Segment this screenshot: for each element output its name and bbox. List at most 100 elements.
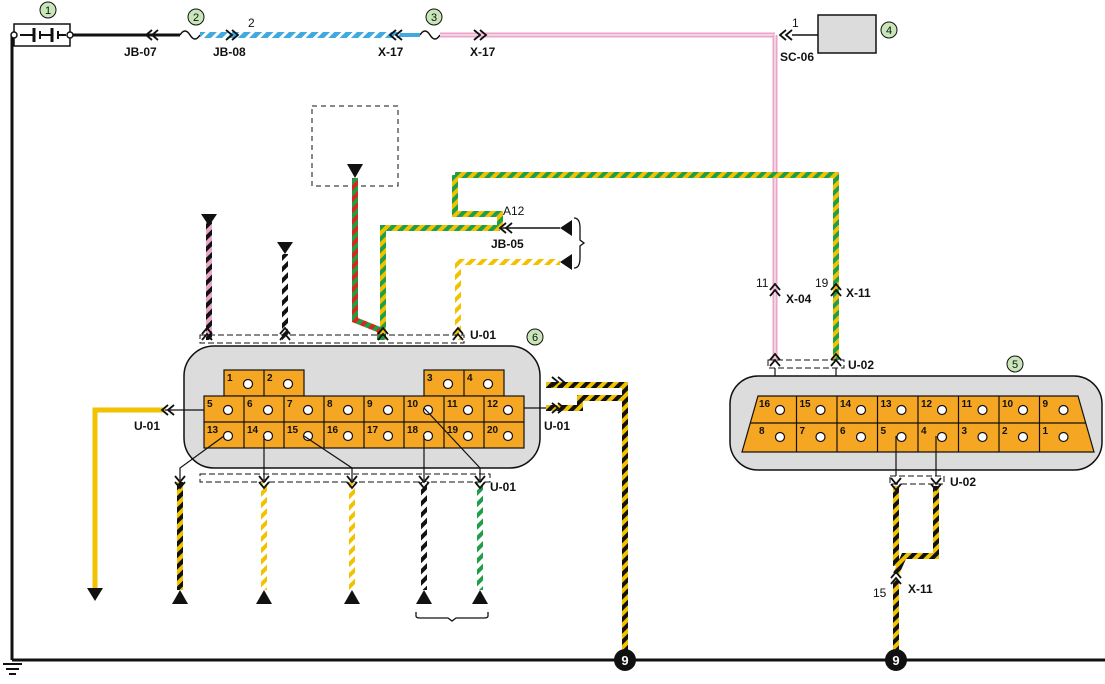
- m6-pin-17-number: 17: [367, 425, 379, 436]
- component-4-box: [817, 14, 877, 54]
- m5-pin-7: 7: [800, 426, 826, 443]
- supply-line: [73, 30, 778, 360]
- m6-pin-8: 8: [327, 399, 354, 416]
- ref-x04: 11: [756, 276, 769, 290]
- label-jb08: JB-08: [213, 45, 246, 59]
- m6-pin-3-number: 3: [427, 373, 433, 384]
- m6-pin-4-terminal: [482, 378, 494, 390]
- m6-pin-12-number: 12: [487, 399, 499, 410]
- ref-x11b: 15: [873, 586, 887, 600]
- m5-pin-14-number: 14: [840, 399, 852, 410]
- m5-pin-15: 15: [800, 399, 826, 416]
- m6-pin-14-terminal: [262, 430, 274, 442]
- module6-lower-wires: [177, 407, 491, 590]
- m6-pin-10: 10: [407, 399, 434, 416]
- m5-pin-7-number: 7: [800, 426, 806, 437]
- m6-pin-14-number: 14: [247, 425, 259, 436]
- m5-pin-14-terminal: [855, 404, 867, 416]
- label-sc06: SC-06: [780, 50, 814, 64]
- m6-pin-9: 9: [367, 399, 394, 416]
- callout-4: 4: [886, 25, 892, 37]
- m5-pin-8-terminal: [774, 431, 786, 443]
- m6-pin-2-number: 2: [267, 373, 273, 384]
- m6-pin-4: 4: [467, 373, 494, 390]
- m5-pin-8: 8: [759, 426, 786, 443]
- module6-upper-wires: [206, 172, 839, 360]
- m5-pin-12-terminal: [936, 404, 948, 416]
- m6-pin-8-terminal: [342, 404, 354, 416]
- callout-1: 1: [45, 5, 51, 17]
- label-jb05: JB-05: [491, 237, 524, 251]
- label-x04: X-04: [786, 292, 812, 306]
- m5-pin-16-number: 16: [759, 399, 771, 410]
- m5-pin-4: 4: [921, 426, 948, 443]
- m5-pin-5-number: 5: [881, 426, 887, 437]
- m5-pin-13: 13: [881, 399, 907, 416]
- m5-pin-13-number: 13: [881, 399, 893, 410]
- ground-point-1: 9: [614, 649, 636, 671]
- m5-pin-5: 5: [881, 426, 907, 443]
- label-u01-right: U-01: [544, 419, 570, 433]
- m5-pin-14: 14: [840, 399, 867, 416]
- m5-pin-5-terminal: [896, 431, 907, 443]
- module5-lower-wires: [889, 436, 945, 650]
- m5-pin-6: 6: [840, 426, 867, 443]
- m5-pin-12: 12: [921, 399, 948, 416]
- ground-point-2: 9: [885, 649, 907, 671]
- pin-references: 2 1 A12 11 19 15: [248, 16, 887, 600]
- m5-pin-7-terminal: [815, 431, 826, 443]
- m6-pin-20: 20: [487, 425, 514, 442]
- m6-pin-1-number: 1: [227, 373, 233, 384]
- label-u02-bottom: U-02: [950, 475, 976, 489]
- m6-pin-8-number: 8: [327, 399, 333, 410]
- m6-pin-13-terminal: [222, 430, 234, 442]
- m5-pin-8-number: 8: [759, 426, 765, 437]
- m6-pin-11: 11: [447, 399, 474, 416]
- m5-pin-9-terminal: [1058, 404, 1069, 416]
- m6-pin-19-number: 19: [447, 425, 459, 436]
- m6-pin-10-terminal: [422, 404, 434, 416]
- m6-pin-3: 3: [427, 373, 454, 390]
- top-chevrons: [144, 29, 793, 41]
- label-u01-left: U-01: [134, 419, 160, 433]
- m5-pin-11-number: 11: [962, 399, 973, 410]
- m5-pin-1: 1: [1043, 426, 1069, 443]
- callout-5: 5: [1012, 359, 1018, 371]
- m5-pin-6-terminal: [855, 431, 867, 443]
- m5-pin-10: 10: [1002, 399, 1029, 416]
- m6-pin-18-terminal: [422, 430, 434, 442]
- m6-pin-19-terminal: [462, 430, 474, 442]
- m6-pin-12: 12: [487, 399, 514, 416]
- m6-pin-1-terminal: [242, 378, 254, 390]
- m6-pin-12-terminal: [502, 404, 514, 416]
- label-x17a: X-17: [378, 45, 404, 59]
- m5-pin-9: 9: [1043, 399, 1069, 416]
- m6-pin-4-number: 4: [467, 373, 473, 384]
- m6-pin-6: 6: [247, 399, 274, 416]
- callout-2: 2: [193, 12, 199, 24]
- label-x17b: X-17: [470, 45, 496, 59]
- vertical-chevrons: [174, 222, 942, 585]
- m5-pin-16-terminal: [774, 404, 786, 416]
- m5-pin-4-terminal: [936, 431, 948, 443]
- m5-pin-6-number: 6: [840, 426, 846, 437]
- m6-pin-15-terminal: [302, 430, 314, 442]
- ground-bus: [3, 35, 1105, 675]
- m6-pin-13-number: 13: [207, 425, 219, 436]
- m5-pin-16: 16: [759, 399, 786, 416]
- label-x11a: X-11: [846, 286, 871, 300]
- label-u01-top: U-01: [470, 328, 496, 342]
- m6-pin-5: 5: [207, 399, 234, 416]
- label-x11b: X-11: [908, 582, 933, 596]
- m5-pin-15-terminal: [815, 404, 826, 416]
- m6-pin-3-terminal: [442, 378, 454, 390]
- m6-pin-16: 16: [327, 425, 354, 442]
- m5-pin-10-number: 10: [1002, 399, 1014, 410]
- m5-pin-11: 11: [962, 399, 988, 416]
- m6-pin-2: 2: [267, 373, 294, 390]
- connector-labels: JB-07 JB-08 X-17 X-17 SC-06 JB-05 X-04 X…: [124, 45, 976, 596]
- u01-top-band: [199, 334, 465, 344]
- callout-3: 3: [431, 12, 437, 24]
- terminal-arrows-bottom: [172, 590, 488, 604]
